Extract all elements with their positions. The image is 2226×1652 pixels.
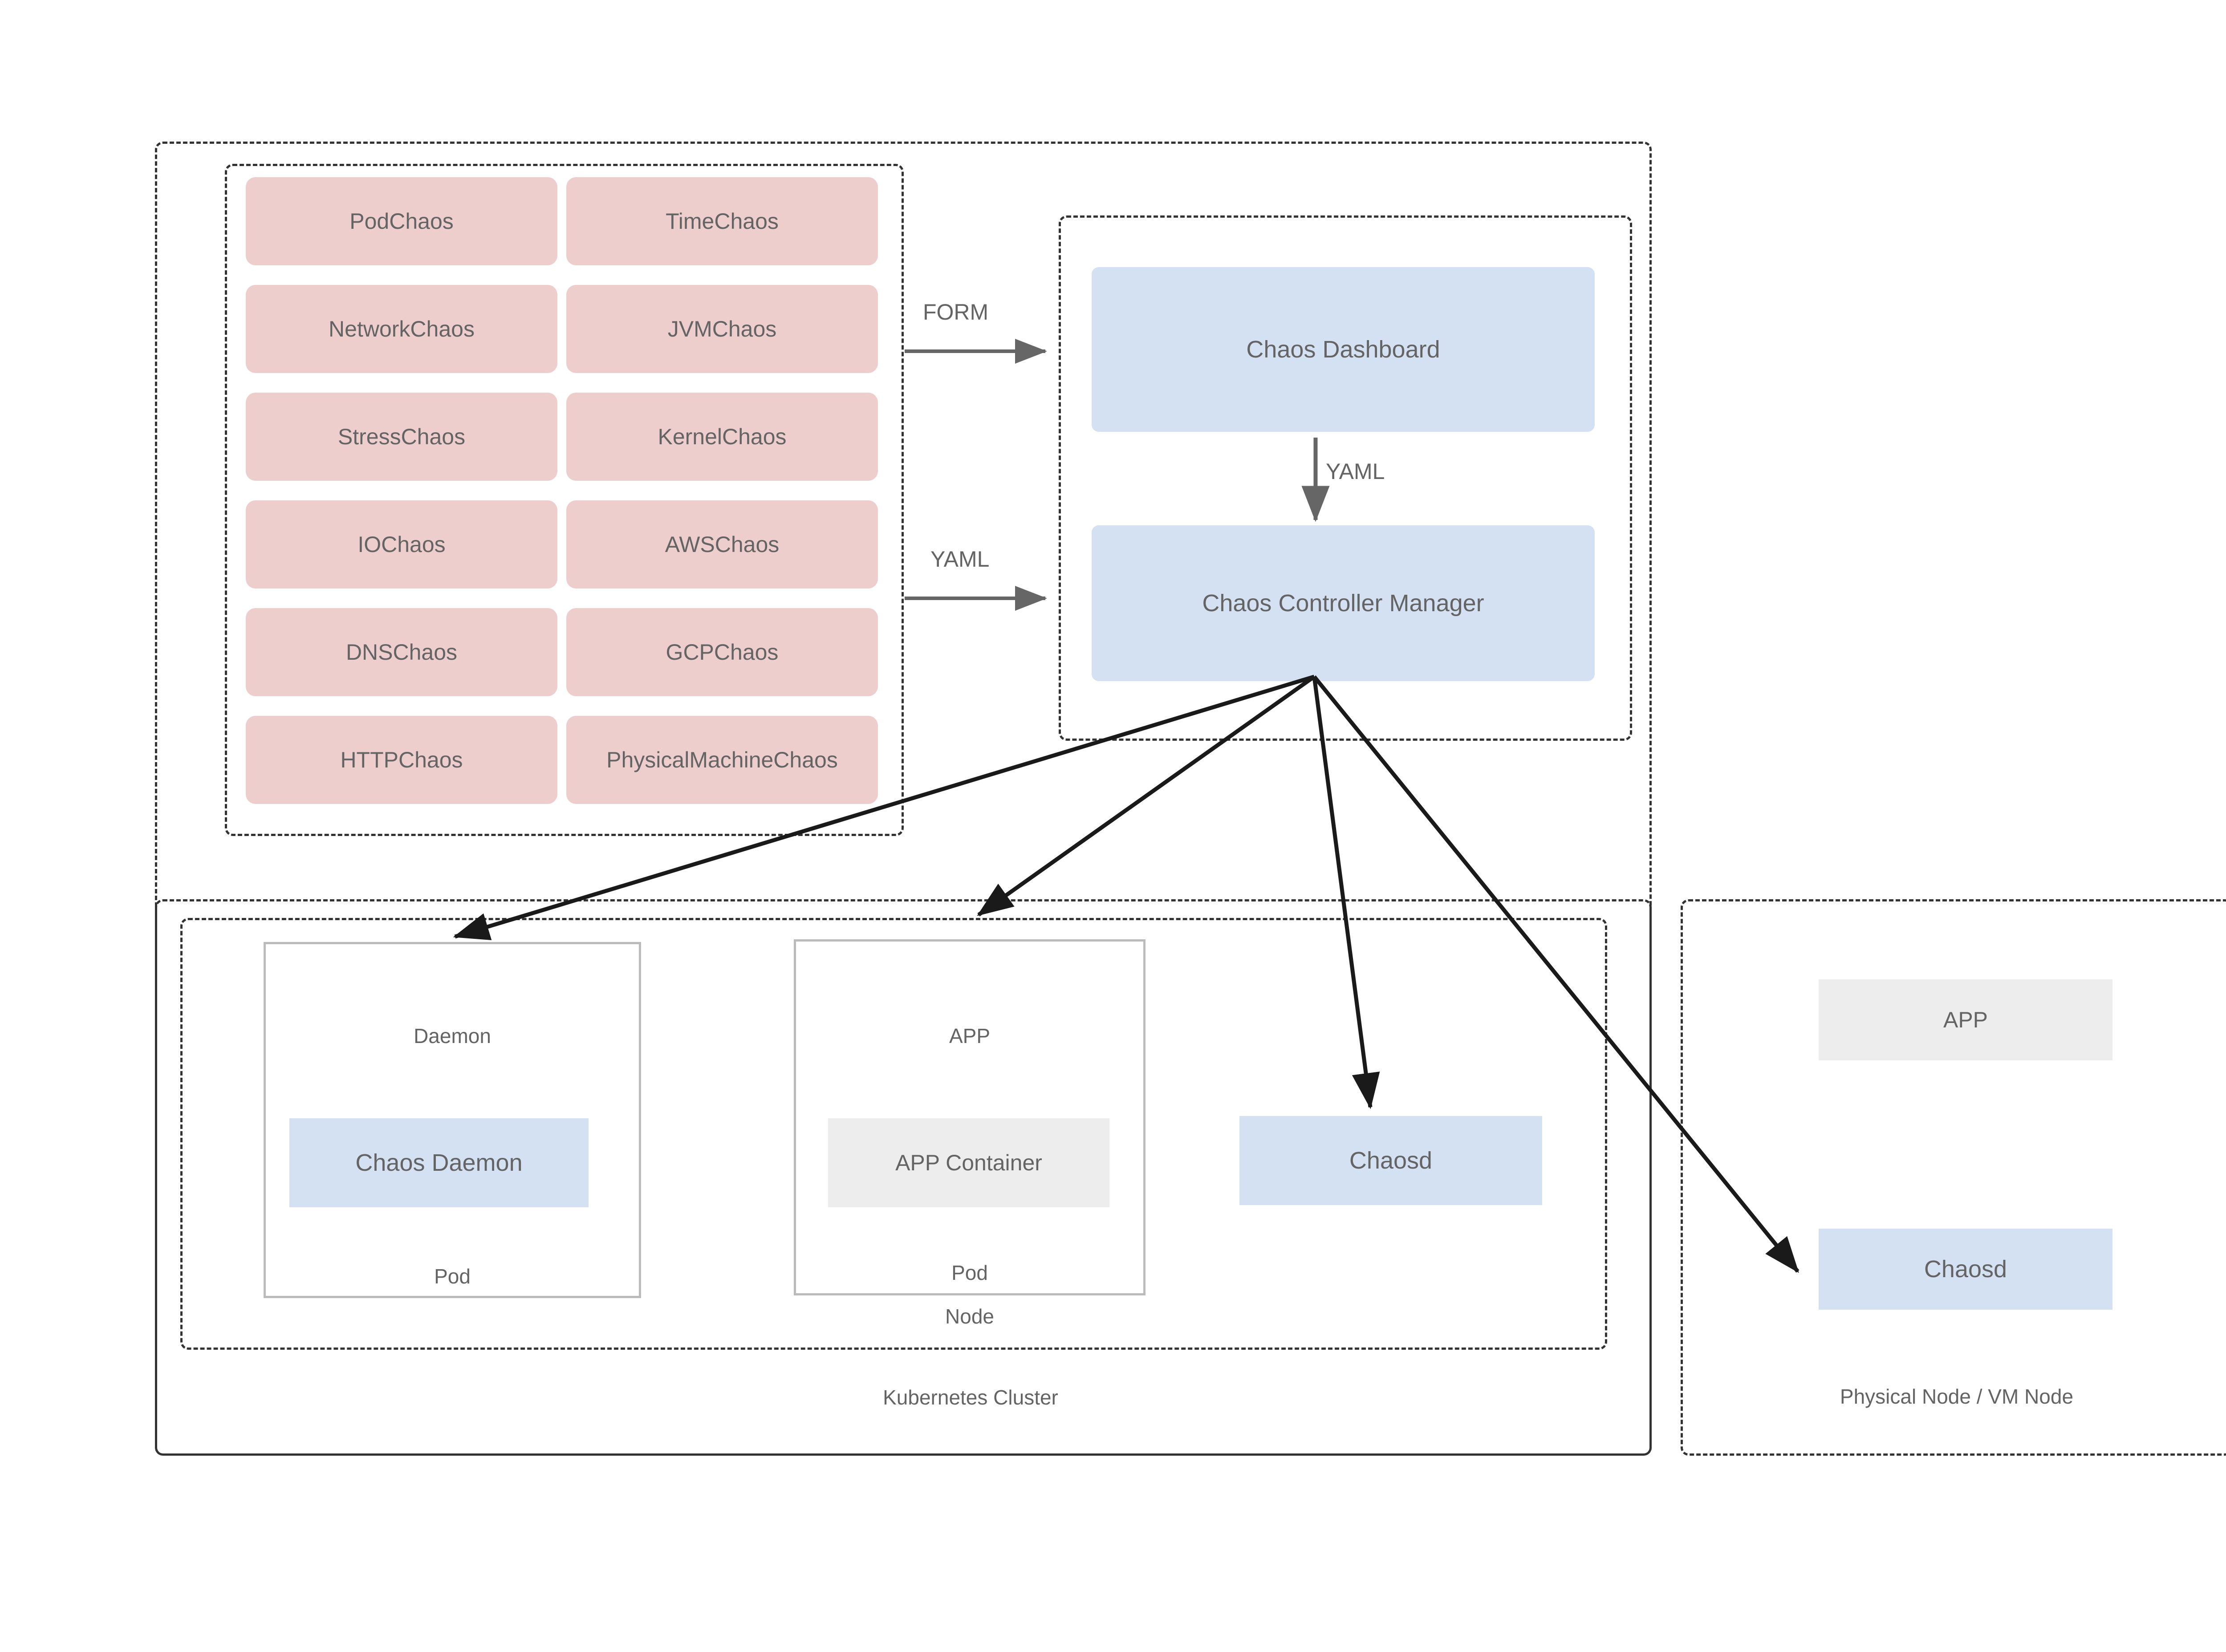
kubernetes-cluster-label: Kubernetes Cluster [883, 1386, 1058, 1409]
chaos-type-card[interactable]: StressChaos [246, 393, 557, 481]
chaos-type-card[interactable]: IOChaos [246, 500, 557, 589]
chaos-controller-manager-label: Chaos Controller Manager [1202, 590, 1484, 617]
app-container-label: APP Container [895, 1150, 1042, 1175]
chaos-type-card[interactable]: HTTPChaos [246, 716, 557, 804]
chaos-type-label: StressChaos [337, 424, 466, 449]
physical-app-label: APP [1943, 1007, 1988, 1032]
edge-label-yaml-input: YAML [930, 547, 990, 572]
chaos-controller-manager-box[interactable]: Chaos Controller Manager [1092, 525, 1595, 681]
chaos-type-label: KernelChaos [658, 424, 787, 449]
chaos-type-card[interactable]: DNSChaos [246, 608, 557, 696]
chaos-type-label: TimeChaos [666, 209, 779, 234]
chaos-type-label: NetworkChaos [329, 317, 475, 341]
daemon-pod-title: Daemon [414, 1024, 491, 1047]
chaos-type-card[interactable]: JVMChaos [566, 285, 878, 373]
app-pod-title: APP [949, 1024, 991, 1047]
chaos-daemon-box[interactable]: Chaos Daemon [289, 1118, 589, 1207]
chaos-daemon-label: Chaos Daemon [355, 1149, 523, 1176]
chaos-type-label: DNSChaos [345, 640, 458, 665]
physical-app-box[interactable]: APP [1819, 979, 2112, 1060]
app-pod-box [794, 939, 1145, 1295]
physical-chaosd-box[interactable]: Chaosd [1819, 1229, 2112, 1310]
chaos-type-card[interactable]: GCPChaos [566, 608, 878, 696]
chaos-type-card[interactable]: TimeChaos [566, 177, 878, 265]
chaos-type-label: PhysicalMachineChaos [606, 747, 838, 772]
chaosd-node-label: Chaosd [1349, 1147, 1433, 1174]
app-container-box[interactable]: APP Container [828, 1118, 1109, 1207]
chaos-type-label: IOChaos [357, 532, 446, 557]
chaosd-node-box[interactable]: Chaosd [1239, 1116, 1542, 1205]
edge-label-yaml-internal: YAML [1326, 459, 1385, 484]
daemon-pod-footer: Pod [434, 1265, 471, 1288]
node-label: Node [945, 1305, 994, 1328]
chaos-type-card[interactable]: KernelChaos [566, 393, 878, 481]
chaos-type-card[interactable]: NetworkChaos [246, 285, 557, 373]
chaos-dashboard-label: Chaos Dashboard [1246, 336, 1440, 363]
chaos-type-label: HTTPChaos [340, 747, 463, 772]
chaos-type-card[interactable]: AWSChaos [566, 500, 878, 589]
chaos-dashboard-box[interactable]: Chaos Dashboard [1092, 267, 1595, 432]
chaos-type-label: AWSChaos [665, 532, 780, 557]
chaos-type-card[interactable]: PodChaos [246, 177, 557, 265]
app-pod-footer: Pod [951, 1261, 988, 1284]
physical-chaosd-label: Chaosd [1924, 1256, 2007, 1283]
chaos-type-label: GCPChaos [666, 640, 779, 665]
chaos-type-label: JVMChaos [667, 317, 777, 341]
chaos-type-label: PodChaos [349, 209, 454, 234]
physical-node-label: Physical Node / VM Node [1840, 1385, 2074, 1408]
chaos-type-card[interactable]: PhysicalMachineChaos [566, 716, 878, 804]
edge-label-form: FORM [923, 300, 989, 325]
